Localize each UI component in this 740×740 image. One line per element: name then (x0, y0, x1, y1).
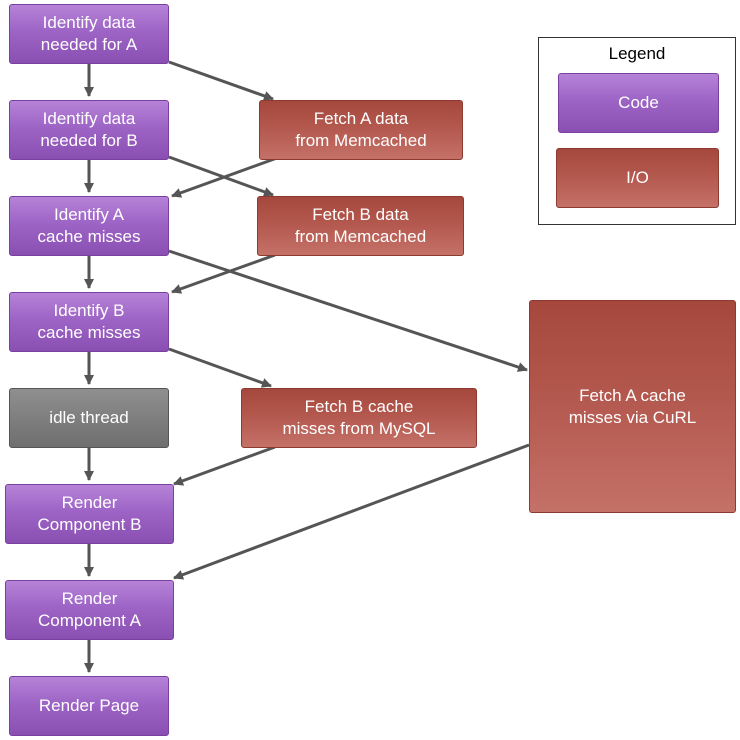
arrow-fetch-b-mysql-to-render-b (173, 445, 276, 486)
arrow-b-data-to-fetch-b-memcached (168, 155, 274, 197)
arrow-fetch-b-memcached-to-b-misses (171, 253, 276, 294)
legend-io-swatch: I/O (556, 148, 719, 208)
node-identify-a-misses: Identify A cache misses (9, 196, 169, 256)
legend-title: Legend (608, 44, 666, 63)
legend-code-swatch: Code (558, 73, 719, 133)
legend: Legend Code I/O (538, 37, 736, 225)
node-idle-thread: idle thread (9, 388, 169, 448)
node-fetch-b-mysql: Fetch B cache misses from MySQL (241, 388, 477, 448)
node-identify-b-misses: Identify B cache misses (9, 292, 169, 352)
node-render-b: Render Component B (5, 484, 174, 544)
node-render-page: Render Page (9, 676, 169, 736)
arrow-b-misses-to-fetch-b-mysql (168, 347, 272, 388)
node-fetch-b-memcached: Fetch B data from Memcached (257, 196, 464, 256)
node-render-a: Render Component A (5, 580, 174, 640)
arrow-a-misses-to-fetch-a-curl (168, 249, 528, 372)
node-fetch-a-memcached: Fetch A data from Memcached (259, 100, 463, 160)
node-identify-a-data: Identify data needed for A (9, 4, 169, 64)
arrow-fetch-a-curl-to-render-a (173, 443, 530, 580)
arrow-fetch-a-memcached-to-a-misses (171, 156, 278, 198)
arrow-a-data-to-fetch-a-memcached (168, 60, 274, 101)
node-identify-b-data: Identify data needed for B (9, 100, 169, 160)
node-fetch-a-curl: Fetch A cache misses via CuRL (529, 300, 736, 513)
